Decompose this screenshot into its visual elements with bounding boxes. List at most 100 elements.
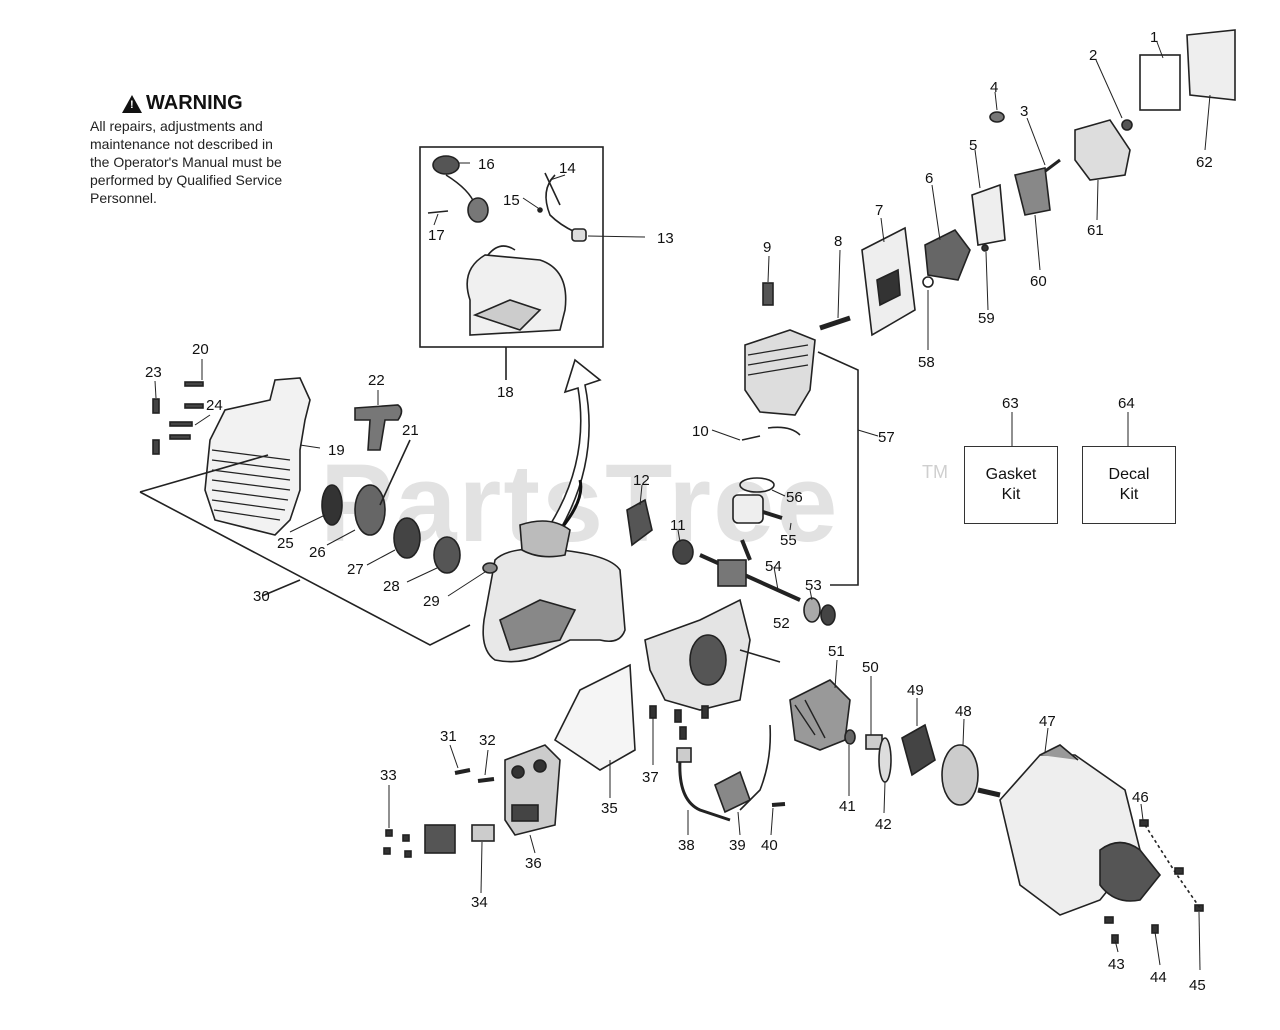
callout-48[interactable]: 48 xyxy=(955,703,972,720)
warning-text: All repairs, adjustments and maintenance… xyxy=(90,117,340,207)
washer-42 xyxy=(878,737,892,783)
callout-59[interactable]: 59 xyxy=(978,310,995,327)
callout-61[interactable]: 61 xyxy=(1087,222,1104,239)
callout-35[interactable]: 35 xyxy=(601,800,618,817)
callout-40[interactable]: 40 xyxy=(761,837,778,854)
clutch-drum xyxy=(941,744,979,806)
callout-43[interactable]: 43 xyxy=(1108,956,1125,973)
callout-34[interactable]: 34 xyxy=(471,894,488,911)
callout-13[interactable]: 13 xyxy=(657,230,674,247)
callout-45[interactable]: 45 xyxy=(1189,977,1206,994)
callout-51[interactable]: 51 xyxy=(828,643,845,660)
flywheel xyxy=(789,679,851,751)
callout-29[interactable]: 29 xyxy=(423,593,440,610)
callout-55[interactable]: 55 xyxy=(780,532,797,549)
callout-52[interactable]: 52 xyxy=(773,615,790,632)
callout-63[interactable]: 63 xyxy=(1002,395,1019,412)
callout-19[interactable]: 19 xyxy=(328,442,345,459)
callout-58[interactable]: 58 xyxy=(918,354,935,371)
callout-labels: 1 2 3 4 5 6 7 8 9 10 11 12 13 14 15 16 1… xyxy=(145,29,1213,994)
callout-25[interactable]: 25 xyxy=(277,535,294,552)
callout-8[interactable]: 8 xyxy=(834,233,842,250)
callout-18[interactable]: 18 xyxy=(497,384,514,401)
callout-47[interactable]: 47 xyxy=(1039,713,1056,730)
screw-31 xyxy=(454,768,471,775)
carburetor-60 xyxy=(1014,167,1051,216)
callout-31[interactable]: 31 xyxy=(440,728,457,745)
callout-10[interactable]: 10 xyxy=(692,423,709,440)
warning-title-text: WARNING xyxy=(146,92,243,114)
callout-60[interactable]: 60 xyxy=(1030,273,1047,290)
callout-36[interactable]: 36 xyxy=(525,855,542,872)
air-cover-62 xyxy=(1186,29,1236,101)
leader-30 xyxy=(261,579,301,597)
callout-38[interactable]: 38 xyxy=(678,837,695,854)
callout-27[interactable]: 27 xyxy=(347,561,364,578)
kit-label: Decal xyxy=(1108,466,1150,483)
crank-weight xyxy=(717,559,747,587)
callout-64[interactable]: 64 xyxy=(1118,395,1135,412)
callout-1[interactable]: 1 xyxy=(1150,29,1158,46)
spark-plug xyxy=(762,282,774,306)
gasket-port xyxy=(876,268,901,307)
callout-14[interactable]: 14 xyxy=(559,160,576,177)
callout-57[interactable]: 57 xyxy=(878,429,895,446)
kit-label: Kit xyxy=(1001,486,1021,503)
fuel-cap-strap xyxy=(445,174,476,206)
callout-39[interactable]: 39 xyxy=(729,837,746,854)
callout-49[interactable]: 49 xyxy=(907,682,924,699)
cylinder xyxy=(744,329,816,416)
callout-2[interactable]: 2 xyxy=(1089,47,1097,64)
fuel-tank-base xyxy=(472,299,542,331)
bolt-8 xyxy=(819,315,851,331)
leader-45 xyxy=(1144,824,1201,909)
muffler-outlet xyxy=(511,804,539,822)
adapter-6 xyxy=(924,228,971,281)
callout-54[interactable]: 54 xyxy=(765,558,782,575)
callout-53[interactable]: 53 xyxy=(805,577,822,594)
callout-26[interactable]: 26 xyxy=(309,544,326,561)
callout-50[interactable]: 50 xyxy=(862,659,879,676)
callout-46[interactable]: 46 xyxy=(1132,789,1149,806)
starter-handle xyxy=(354,404,403,451)
piston xyxy=(732,494,764,524)
leader-21 xyxy=(379,439,411,506)
callout-21[interactable]: 21 xyxy=(402,422,419,439)
screw-59 xyxy=(981,244,989,252)
callout-15[interactable]: 15 xyxy=(503,192,520,209)
callout-37[interactable]: 37 xyxy=(642,769,659,786)
piston-pin xyxy=(762,510,783,520)
callout-6[interactable]: 6 xyxy=(925,170,933,187)
callout-leaders xyxy=(154,41,1211,971)
callout-30[interactable]: 30 xyxy=(253,588,270,605)
callout-24[interactable]: 24 xyxy=(206,397,223,414)
bracket-57 xyxy=(817,351,859,586)
callout-23[interactable]: 23 xyxy=(145,364,162,381)
callout-42[interactable]: 42 xyxy=(875,816,892,833)
callout-7[interactable]: 7 xyxy=(875,202,883,219)
callout-41[interactable]: 41 xyxy=(839,798,856,815)
starter-housing xyxy=(204,377,311,536)
callout-16[interactable]: 16 xyxy=(478,156,495,173)
callout-44[interactable]: 44 xyxy=(1150,969,1167,986)
callout-12[interactable]: 12 xyxy=(633,472,650,489)
callout-33[interactable]: 33 xyxy=(380,767,397,784)
callout-32[interactable]: 32 xyxy=(479,732,496,749)
callout-4[interactable]: 4 xyxy=(990,79,998,96)
gaskets-10 xyxy=(741,426,801,441)
warning-symbol: ! xyxy=(130,98,134,111)
callout-62[interactable]: 62 xyxy=(1196,154,1213,171)
callout-28[interactable]: 28 xyxy=(383,578,400,595)
callout-17[interactable]: 17 xyxy=(428,227,445,244)
housing-screws xyxy=(152,381,204,455)
callout-20[interactable]: 20 xyxy=(192,341,209,358)
callout-5[interactable]: 5 xyxy=(969,137,977,154)
callout-3[interactable]: 3 xyxy=(1020,103,1028,120)
callout-11[interactable]: 11 xyxy=(670,517,686,534)
warning-notice: ! WARNING All repairs, adjustments and m… xyxy=(90,92,340,207)
callout-22[interactable]: 22 xyxy=(368,372,385,389)
callout-56[interactable]: 56 xyxy=(786,489,803,506)
callout-9[interactable]: 9 xyxy=(763,239,771,256)
